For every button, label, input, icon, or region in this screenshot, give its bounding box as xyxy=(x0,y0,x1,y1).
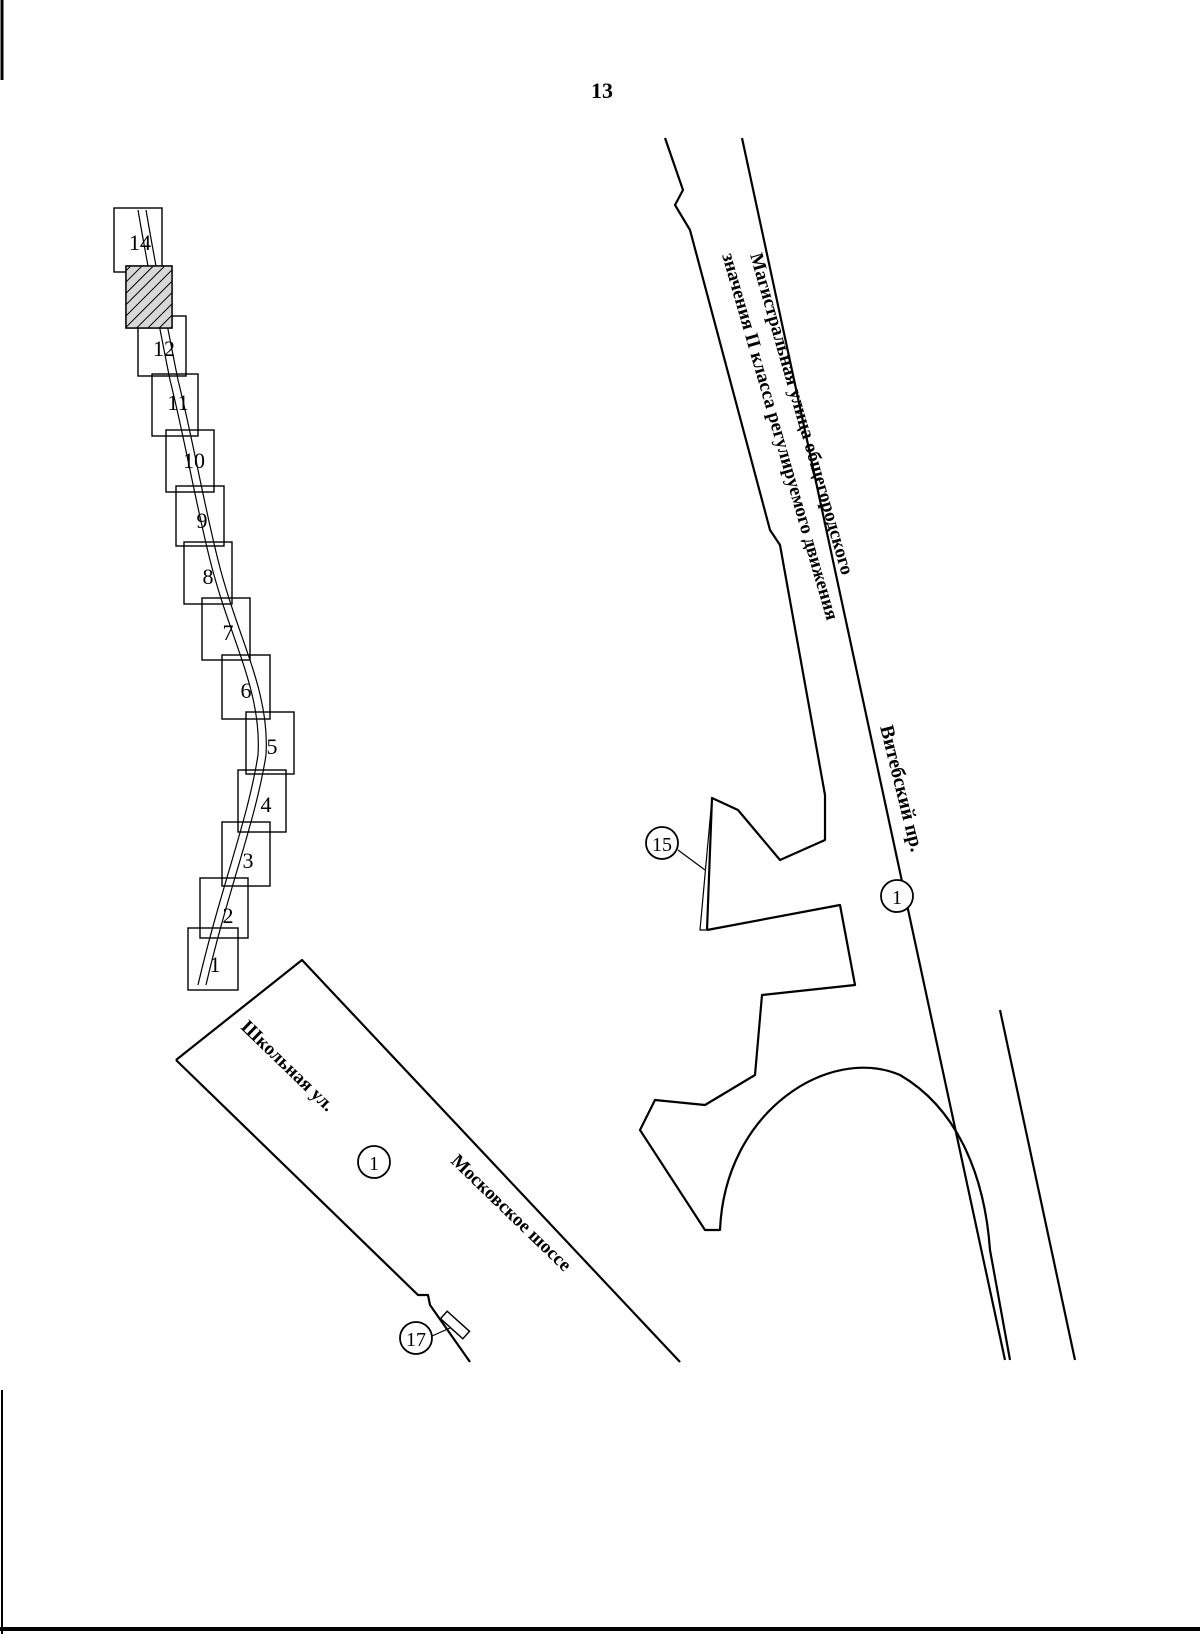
page-number: 13 xyxy=(591,78,613,103)
sheet-label-9: 9 xyxy=(197,508,208,533)
sheet-box-7 xyxy=(201,597,251,661)
sheet-box-10 xyxy=(165,429,215,493)
sheet-box-9 xyxy=(175,485,225,547)
object-15-leader xyxy=(677,849,706,871)
sheet-box-11 xyxy=(151,373,199,437)
sheet-label-2: 2 xyxy=(223,903,234,928)
zone-label-vitebsky: 1 xyxy=(892,887,902,909)
sheet-box-6 xyxy=(221,654,271,720)
moskovskoe-shosse-edge xyxy=(175,958,681,1363)
shkolnaya-edge xyxy=(175,1059,471,1363)
sheet-label-7: 7 xyxy=(223,620,234,645)
interchange-outline xyxy=(638,903,1012,1361)
sheet-label-10: 10 xyxy=(183,448,205,473)
object-17-box xyxy=(439,1310,471,1340)
sheet-grid: 1234567891011121314 xyxy=(113,207,295,991)
alignment-curve-b xyxy=(145,209,267,986)
sheet-box-1 xyxy=(187,927,239,991)
sheet-box-3 xyxy=(221,821,271,887)
sheet-label-1: 1 xyxy=(210,952,221,977)
moskovskoe-label: Московское шоссе xyxy=(447,1150,576,1275)
zone-marker-moskovskoe xyxy=(357,1145,391,1179)
object-17-marker xyxy=(399,1321,433,1355)
shkolnaya-label: Школьная ул. xyxy=(237,1016,339,1115)
object-15-wedge xyxy=(699,797,713,931)
object-17-leader xyxy=(431,1327,451,1337)
sheet-label-5: 5 xyxy=(267,734,278,759)
object-15-marker xyxy=(645,826,679,860)
vitebsky-right-edge xyxy=(998,1009,1077,1361)
arterial-road-right-edge xyxy=(740,137,1007,1361)
sheet-box-4 xyxy=(237,769,287,833)
sheet-box-8 xyxy=(183,541,233,605)
sheet-label-6: 6 xyxy=(241,678,252,703)
sheet-label-14: 14 xyxy=(129,230,151,255)
alignment-curve-a xyxy=(137,209,259,986)
sheet-label-11: 11 xyxy=(167,390,188,415)
arterial-road-left-edge xyxy=(663,137,827,931)
zone-label-moskovskoe: 1 xyxy=(369,1153,379,1175)
object-17-label: 17 xyxy=(406,1329,426,1351)
sheet-box-2 xyxy=(199,877,249,939)
sheet-label-12: 12 xyxy=(153,336,175,361)
sheet-13-hatch xyxy=(125,265,173,329)
sheet-label-4: 4 xyxy=(261,792,272,817)
zone-marker-vitebsky xyxy=(880,879,914,913)
sheet-label-3: 3 xyxy=(243,848,254,873)
sheet-label-8: 8 xyxy=(203,564,214,589)
object-15-label: 15 xyxy=(652,834,672,856)
